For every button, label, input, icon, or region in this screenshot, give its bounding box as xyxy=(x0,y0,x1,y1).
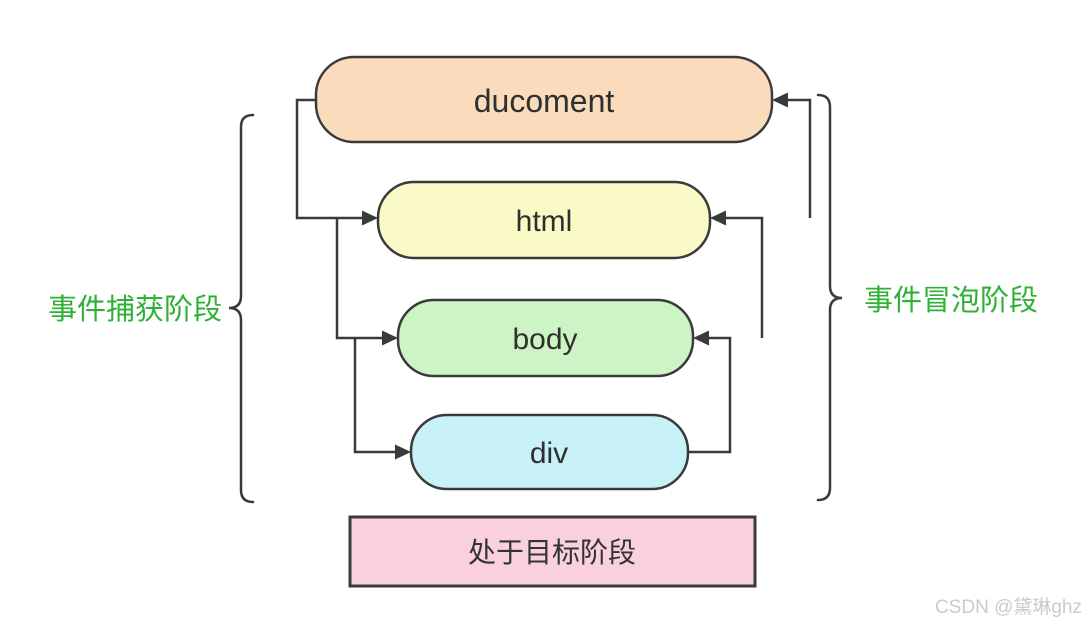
bubble-arrowhead-into-body xyxy=(693,330,709,346)
node-html-label: html xyxy=(516,205,573,238)
capture-arrowhead-into-html xyxy=(362,210,378,226)
node-div: div xyxy=(409,413,690,491)
capture-phase-label: 事件捕获阶段 xyxy=(48,293,222,326)
capture-phase-brace xyxy=(228,113,255,504)
bubble-arrowhead-into-html xyxy=(710,210,726,226)
bubble-phase-brace xyxy=(816,93,843,502)
node-div-label: div xyxy=(530,437,568,470)
bubble-phase-label: 事件冒泡阶段 xyxy=(864,284,1038,317)
node-body-label: body xyxy=(512,323,577,356)
target-phase-shape xyxy=(348,515,757,588)
bubble-wire-body-to-html xyxy=(726,216,764,338)
capture-wire-html-to-body xyxy=(335,218,382,340)
capture-arrowhead-into-div xyxy=(395,444,411,460)
capture-arrowhead-into-body xyxy=(382,330,398,346)
node-ducoment: ducoment xyxy=(314,55,774,144)
node-body-shape xyxy=(396,298,695,378)
bubble-wire-html-to-document xyxy=(788,98,812,218)
capture-wire-body-to-div xyxy=(353,338,395,454)
target-phase-box: 处于目标阶段 xyxy=(348,515,757,588)
node-body: body xyxy=(396,298,695,378)
watermark: CSDN @黛琳ghz xyxy=(935,596,1082,618)
bubble-wire-div-to-body xyxy=(688,336,732,454)
node-ducoment-label: ducoment xyxy=(474,83,615,119)
node-html-shape xyxy=(376,180,712,260)
bubble-arrowhead-into-document xyxy=(772,92,788,108)
target-phase-label: 处于目标阶段 xyxy=(468,537,636,568)
node-html: html xyxy=(376,180,712,260)
capture-wire-document-to-html xyxy=(295,98,362,220)
node-div-shape xyxy=(409,413,690,491)
node-ducoment-shape xyxy=(314,55,774,144)
